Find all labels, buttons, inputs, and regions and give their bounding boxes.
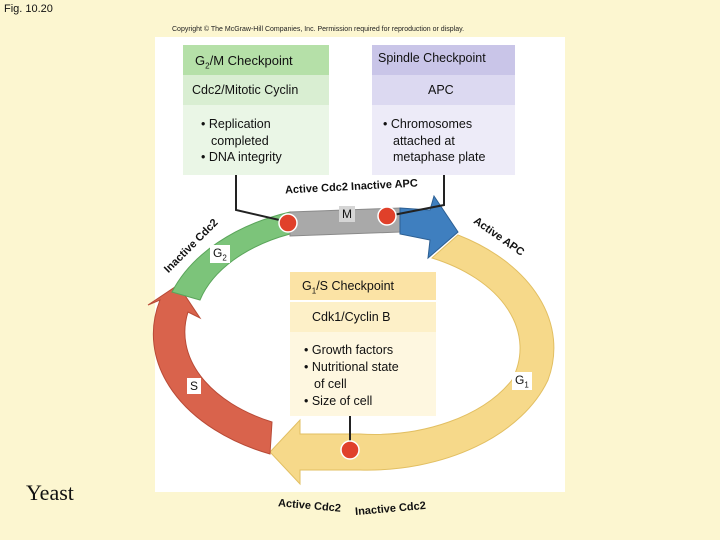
s-phase-arrow — [147, 284, 273, 455]
organism-label: Yeast — [26, 480, 74, 505]
spindle-conditions: • Chromosomes attached at metaphase plat… — [372, 105, 515, 175]
g1s-title-prefix: G — [302, 279, 312, 293]
g2m-condition-3: • DNA integrity — [201, 150, 282, 164]
stage-g2-label: G2 — [210, 245, 230, 264]
g2m-connector — [235, 175, 289, 223]
copyright-notice: Copyright © The McGraw-Hill Companies, I… — [172, 26, 465, 33]
g2m-title-prefix: G — [195, 53, 206, 68]
spindle-condition-3: metaphase plate — [393, 150, 486, 164]
spindle-condition-2: attached at — [393, 133, 455, 148]
spindle-regulator: APC — [372, 75, 515, 105]
stage-s-label: S — [187, 378, 202, 394]
stage-g1-sub: 1 — [524, 380, 529, 390]
stage-g2-sub: 2 — [222, 253, 227, 263]
g1s-title-sub: 1 — [311, 286, 317, 296]
g2m-checkpoint-dot — [278, 213, 298, 233]
spindle-checkpoint-dot — [377, 206, 397, 226]
g2m-condition-1: • Replication — [201, 117, 271, 131]
figure-label: Fig. 10.20 — [4, 3, 53, 15]
g1-phase-arrow — [269, 234, 555, 486]
g1s-checkpoint-title: G1/S Checkpoint — [290, 272, 436, 300]
g1s-checkpoint-dot — [340, 440, 360, 460]
g1s-condition-4: • Size of cell — [304, 394, 373, 408]
g1s-title-rest: /S Checkpoint — [316, 279, 395, 293]
g1s-regulator: Cdk1/Cyclin B — [290, 302, 436, 332]
spindle-condition-1: • Chromosomes — [383, 117, 473, 131]
g2m-title-rest: /M Checkpoint — [209, 53, 293, 68]
g1s-condition-2: • Nutritional state — [304, 360, 399, 374]
spindle-connector — [387, 175, 445, 217]
stage-m-label: M — [339, 206, 355, 222]
g1s-conditions: • Growth factors • Nutritional state of … — [290, 332, 436, 416]
stage-g2-main: G — [213, 246, 223, 260]
g2m-title-sub: 2 — [205, 61, 210, 71]
g2m-regulator: Cdc2/Mitotic Cyclin — [183, 75, 329, 105]
g2m-checkpoint-title: G2/M Checkpoint — [183, 45, 329, 75]
g2m-conditions: • Replication completed • DNA integrity — [183, 105, 329, 175]
g1s-condition-1: • Growth factors — [304, 343, 394, 357]
g2m-condition-2: completed — [211, 133, 269, 148]
stage-g1-label: G1 — [512, 372, 532, 391]
stage-g1-main: G — [515, 373, 525, 387]
spindle-checkpoint-title: Spindle Checkpoint — [372, 45, 515, 75]
g1s-condition-3: of cell — [314, 377, 347, 391]
